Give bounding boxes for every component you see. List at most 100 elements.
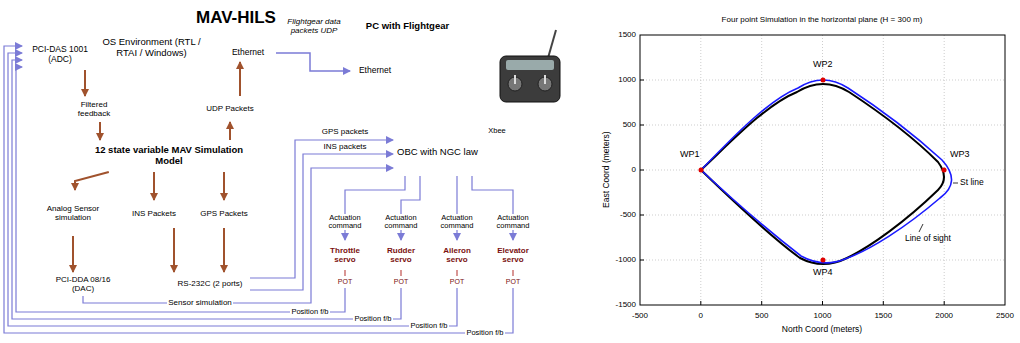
tick-label: -1000 bbox=[616, 256, 636, 265]
os-environment-panel: OS Environment (RTL / RTAI / Windows)PCI… bbox=[18, 34, 285, 300]
node-text-group: POT bbox=[504, 278, 522, 286]
axis-label: East Coord (meters) bbox=[601, 132, 610, 209]
ins-box: INS Packets bbox=[128, 200, 180, 228]
node-label: Throttle servo bbox=[324, 246, 366, 264]
node-text-group: RS-232C (2 ports) bbox=[176, 279, 245, 288]
connector bbox=[223, 228, 225, 272]
node-label: PCI-DDA 08/16 (DAC) bbox=[46, 275, 120, 293]
connector bbox=[12, 60, 401, 319]
node-text-group: OBC with NGC law bbox=[395, 147, 480, 158]
node-label: Rudder servo bbox=[380, 246, 422, 264]
tick-label: -500 bbox=[632, 312, 648, 321]
node-text-group: PCI-DDA 08/16 (DAC) bbox=[44, 275, 122, 293]
tick-label: 0 bbox=[699, 312, 703, 321]
node-text-group: Ethernet bbox=[230, 48, 266, 58]
serial-port-box: RS-232C (2 ports) bbox=[170, 272, 250, 296]
node-label: Elevator servo bbox=[492, 246, 534, 264]
node-text-group: POT bbox=[448, 278, 466, 286]
simulation-model-box: 12 state variable MAV Simulation Model bbox=[86, 140, 252, 172]
connector bbox=[153, 172, 155, 200]
connector bbox=[345, 176, 405, 240]
connector bbox=[16, 67, 345, 312]
connector-label: Sensor simulation bbox=[167, 299, 233, 308]
servo-box: Throttle servo bbox=[322, 240, 368, 270]
node-label: Filtered feedback bbox=[70, 100, 118, 118]
plot-annotation: WP1 bbox=[680, 150, 700, 160]
connector bbox=[472, 176, 513, 240]
node-text-group: Throttle servo bbox=[322, 246, 368, 264]
connector bbox=[512, 270, 513, 276]
node-fill bbox=[18, 34, 285, 300]
connector bbox=[173, 228, 175, 272]
node-label: POT bbox=[338, 278, 352, 286]
node-label: Xbee bbox=[488, 127, 506, 136]
connector-label: INS packets bbox=[322, 143, 367, 152]
connector bbox=[250, 154, 393, 290]
connector-label: Position f/b bbox=[409, 322, 448, 330]
plot-annotation: WP2 bbox=[813, 60, 833, 70]
node-text-group: UDP Packets bbox=[204, 104, 255, 113]
node-label: Ethernet bbox=[359, 66, 391, 76]
connector bbox=[401, 176, 420, 240]
connector-label: GPS packets bbox=[321, 128, 370, 137]
node-label: PC with Flightgear bbox=[350, 21, 465, 32]
connector bbox=[456, 270, 457, 276]
simulation-core-panel bbox=[40, 88, 272, 266]
node-label: OS Environment (RTL / RTAI / Windows) bbox=[92, 37, 212, 59]
node-text-group: Filtered feedback bbox=[68, 100, 120, 118]
tick-label: 2500 bbox=[996, 312, 1014, 321]
potentiometer: POT bbox=[443, 276, 471, 288]
connector-label: Actuation command bbox=[378, 214, 424, 231]
connector bbox=[84, 70, 86, 96]
node-text-group: 12 state variable MAV Simulation Model bbox=[86, 145, 252, 167]
gps-box: GPS Packets bbox=[198, 200, 250, 228]
connector bbox=[250, 140, 393, 278]
servo-box: Aileron servo bbox=[434, 240, 480, 270]
tick-label: 1000 bbox=[814, 312, 832, 321]
node-label: INS Packets bbox=[132, 209, 176, 218]
onboard-computer: OBC with NGC law bbox=[393, 128, 482, 176]
connector-label: Actuation command bbox=[322, 214, 368, 231]
diagram-title: MAV-HILS bbox=[196, 9, 276, 28]
connector bbox=[83, 168, 393, 303]
tick-label: 2000 bbox=[935, 312, 953, 321]
node-label: Ethernet bbox=[232, 48, 264, 58]
node-text-group: Ethernet bbox=[357, 66, 393, 76]
node-text-group: INS Packets bbox=[130, 209, 178, 218]
connector-label: Position f/b bbox=[353, 315, 392, 323]
node-label: POT bbox=[506, 278, 520, 286]
node-label: POT bbox=[394, 278, 408, 286]
potentiometer: POT bbox=[499, 276, 527, 288]
potentiometer: POT bbox=[331, 276, 359, 288]
connector-label: Actuation command bbox=[434, 214, 480, 231]
flightgear-pc: PC with FlightgearEthernet bbox=[345, 18, 470, 92]
node-label: Analog Sensor simulation bbox=[46, 204, 100, 222]
tick-label: -500 bbox=[620, 211, 636, 220]
connector bbox=[229, 122, 231, 140]
connector bbox=[8, 53, 457, 326]
tick-label: 1500 bbox=[874, 312, 892, 321]
node-text-group: Xbee bbox=[486, 127, 508, 136]
feedback-box: Filtered feedback bbox=[68, 96, 120, 122]
plot-annotation: WP4 bbox=[813, 268, 833, 278]
connector-label: Position f/b bbox=[290, 308, 329, 316]
tick-label: 500 bbox=[623, 121, 636, 130]
node-text-group: POT bbox=[392, 278, 410, 286]
connector bbox=[239, 62, 241, 96]
node-text-group: POT bbox=[336, 278, 354, 286]
tick-label: 0 bbox=[632, 166, 636, 175]
node-text-group: Rudder servo bbox=[378, 246, 424, 264]
plot-annotation: Line of sight bbox=[905, 234, 951, 243]
connector-label: Position f/b bbox=[465, 329, 504, 337]
plot-annotation: St line bbox=[960, 178, 984, 187]
tick-label: 1000 bbox=[618, 76, 636, 85]
node-text-group: PCI-DAS 1001 (ADC) bbox=[22, 45, 98, 65]
node-label: OBC with NGC law bbox=[397, 147, 478, 158]
connector bbox=[99, 122, 101, 140]
connector bbox=[276, 53, 350, 71]
node-label: POT bbox=[450, 278, 464, 286]
dac-board: PCI-DDA 08/16 (DAC) bbox=[44, 272, 122, 296]
node-label: 12 state variable MAV Simulation Model bbox=[88, 145, 250, 167]
node-label: UDP Packets bbox=[206, 104, 253, 113]
